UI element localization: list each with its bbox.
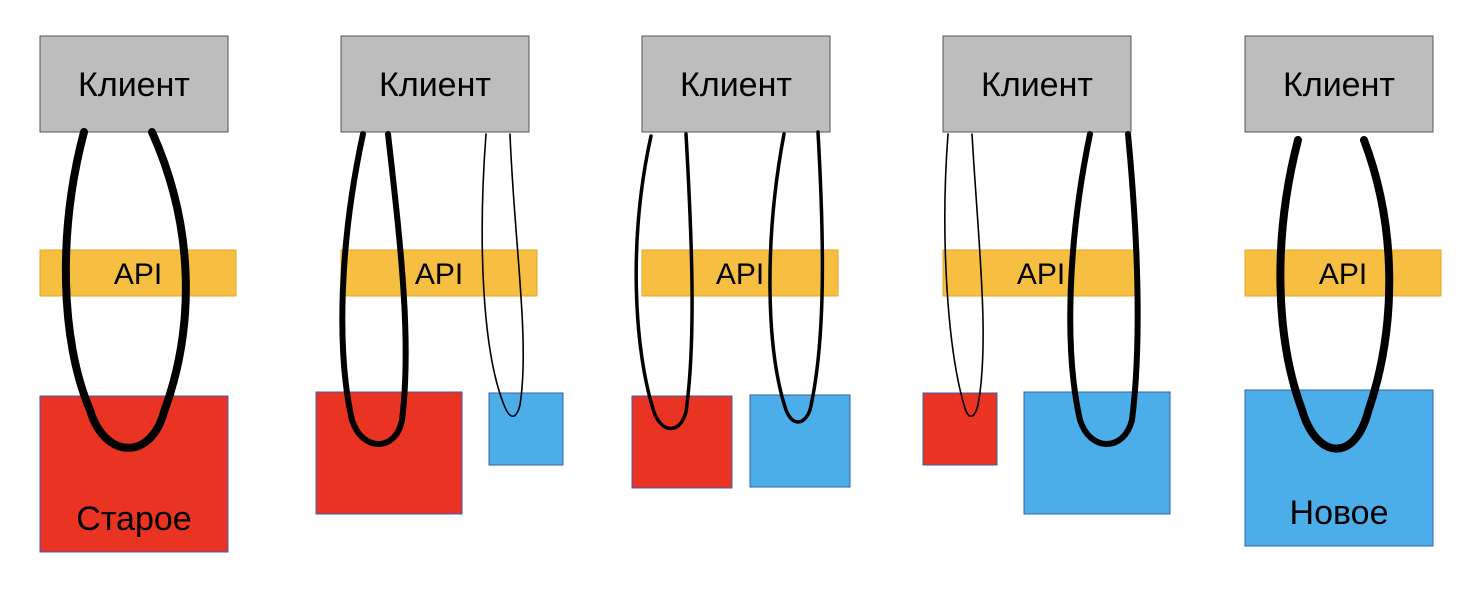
stage-2-new-request-loop (481, 133, 525, 418)
stage-5: Клиент API Новое (1244, 35, 1442, 547)
stage-2-client-label: Клиент (379, 66, 491, 104)
stage-1-request-loop (61, 128, 190, 452)
stage-4-new-service-box (1023, 391, 1171, 515)
stage-4-client-label: Клиент (981, 66, 1093, 104)
stage-3-api-bar (641, 249, 839, 297)
stage-2-api-label: API (415, 258, 463, 291)
stage-1-old-service-box (39, 395, 229, 553)
stage-5-client-box (1244, 35, 1434, 133)
stage-2-client-box (340, 35, 530, 133)
stage-3-old-service-box (631, 395, 733, 489)
stage-4: Клиент API (922, 35, 1171, 515)
stage-2-old-service-box (315, 391, 463, 515)
stage-5-new-service-box (1244, 389, 1434, 547)
stage-3-old-request-loop (634, 132, 694, 431)
stage-2-old-request-loop (339, 131, 409, 447)
stage-5-api-label: API (1319, 258, 1367, 291)
stage-4-client-box (942, 35, 1132, 133)
stage-4-old-service-box (922, 392, 998, 466)
stage-2-api-bar (340, 249, 538, 297)
stage-1-client-label: Клиент (78, 66, 190, 104)
stage-3-api-label: API (716, 258, 764, 291)
stage-1-api-bar (39, 249, 237, 297)
stage-3-client-label: Клиент (680, 66, 792, 104)
stage-2: Клиент API (315, 35, 564, 515)
stage-1-client-box (39, 35, 229, 133)
stage-2-new-service-box (488, 392, 564, 466)
stage-5-request-loop (1276, 136, 1394, 453)
stage-1-old-service-label: Старое (76, 500, 191, 538)
stage-5-new-service-label: Новое (1290, 494, 1389, 532)
stage-3-new-request-loop (768, 130, 825, 424)
stage-5-client-label: Клиент (1283, 66, 1395, 104)
stage-1-api-label: API (114, 258, 162, 291)
stage-4-new-request-loop (1067, 131, 1141, 447)
stage-1: Клиент API Старое (39, 35, 237, 553)
stage-3-client-box (641, 35, 831, 133)
stage-3: Клиент API (631, 35, 851, 489)
stage-3-new-service-box (749, 394, 851, 488)
stage-4-old-request-loop (944, 133, 984, 418)
stage-4-api-label: API (1017, 258, 1065, 291)
stage-4-api-bar (942, 249, 1140, 297)
